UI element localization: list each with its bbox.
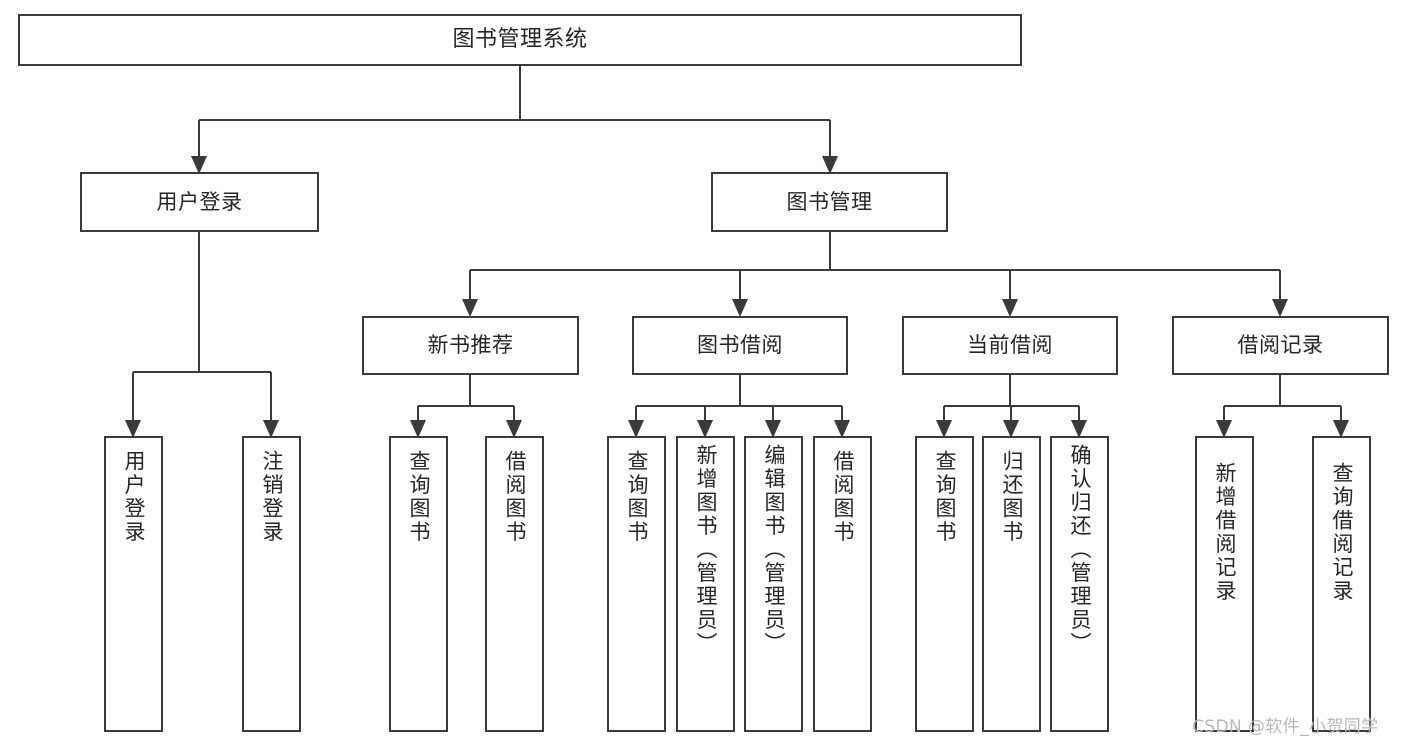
node-label: 注销登录 [260,450,284,544]
node-leaf-add-record[interactable]: 新增借阅记录 [1195,436,1254,732]
node-label: 新增借阅记录 [1213,462,1237,603]
node-label: 借阅图书 [503,450,527,544]
node-leaf-add-book[interactable]: 新增图书（管理员） [676,436,735,732]
node-leaf-confirm-return[interactable]: 确认归还（管理员） [1050,436,1109,732]
node-label: 编辑图书（管理员） [762,444,786,656]
node-label: 图书借阅 [697,333,783,358]
node-label: 确认归还（管理员） [1068,444,1092,656]
node-user-login[interactable]: 用户登录 [80,172,319,232]
node-leaf-user-logout[interactable]: 注销登录 [242,436,301,732]
node-label: 用户登录 [122,450,146,544]
node-leaf-edit-book[interactable]: 编辑图书（管理员） [744,436,803,732]
node-label: 归还图书 [1000,450,1024,544]
csdn-watermark: CSDN @软件_小贺同学 [1192,717,1379,737]
node-label: 查询图书 [407,450,431,544]
node-label: 新书推荐 [427,333,514,358]
node-label: 借阅记录 [1237,333,1324,358]
node-borrow-record[interactable]: 借阅记录 [1172,316,1389,375]
node-current-borrow[interactable]: 当前借阅 [902,316,1118,375]
node-label: 图书管理系统 [452,27,588,53]
node-leaf-return-book[interactable]: 归还图书 [982,436,1041,732]
node-book-borrow[interactable]: 图书借阅 [632,316,848,375]
node-label: 用户登录 [156,189,243,214]
node-leaf-user-login[interactable]: 用户登录 [104,436,163,732]
node-leaf-borrow-book-2[interactable]: 借阅图书 [813,436,872,732]
node-leaf-query-book-2[interactable]: 查询图书 [607,436,666,732]
node-leaf-query-record[interactable]: 查询借阅记录 [1312,436,1371,732]
node-leaf-query-book-1[interactable]: 查询图书 [389,436,448,732]
node-label: 查询借阅记录 [1330,462,1354,603]
node-label: 新增图书（管理员） [694,444,718,656]
node-label: 当前借阅 [967,333,1053,358]
node-label: 借阅图书 [831,450,855,544]
node-leaf-borrow-book-1[interactable]: 借阅图书 [485,436,544,732]
node-root-system[interactable]: 图书管理系统 [18,14,1022,66]
node-label: 查询图书 [933,450,957,544]
node-new-book-recommend[interactable]: 新书推荐 [362,316,579,375]
node-label: 查询图书 [625,450,649,544]
node-leaf-query-book-3[interactable]: 查询图书 [915,436,974,732]
node-book-manage[interactable]: 图书管理 [711,172,948,232]
node-label: 图书管理 [786,189,873,214]
